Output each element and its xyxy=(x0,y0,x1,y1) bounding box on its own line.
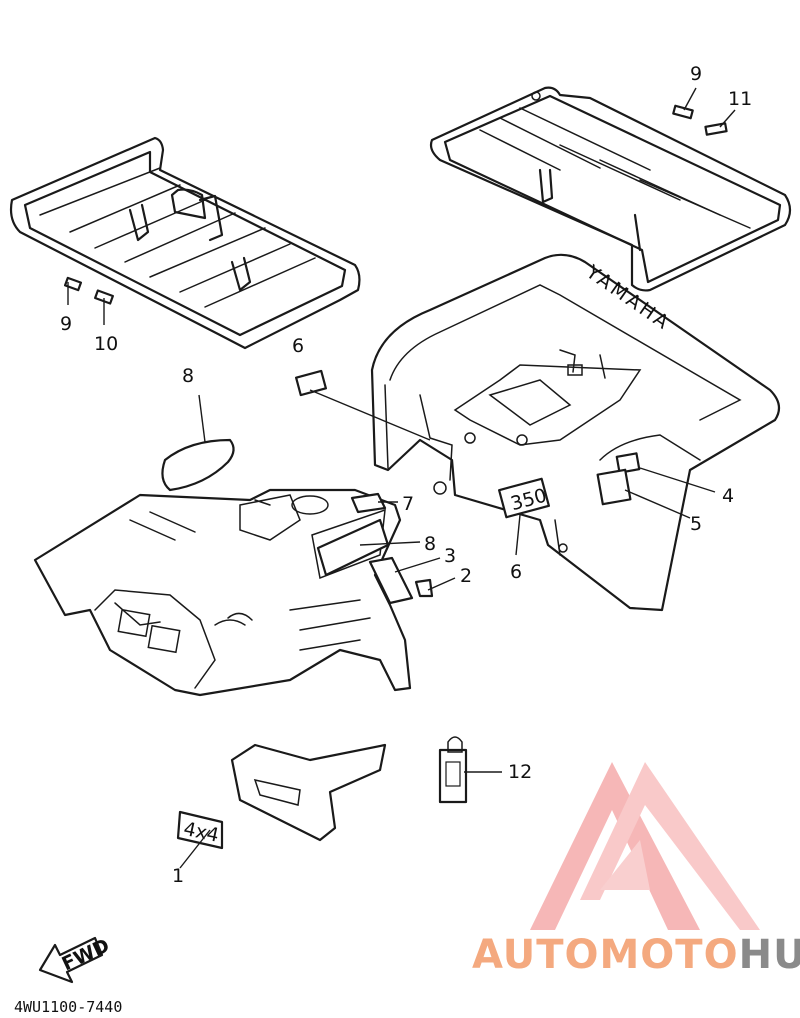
callout-1: 1 xyxy=(172,865,184,887)
part-3-decal xyxy=(368,556,414,605)
part-5-reflector xyxy=(596,468,632,506)
part-9-decal-front xyxy=(63,276,83,292)
forward-arrow-icon: FWD xyxy=(38,935,113,984)
svg-text:FWD: FWD xyxy=(59,935,113,976)
callout-6-left: 6 xyxy=(292,335,304,357)
part-8-fender-decal xyxy=(316,518,390,577)
callout-3: 3 xyxy=(444,545,456,567)
part-11-decal xyxy=(704,122,728,136)
part-8-pad xyxy=(161,438,235,492)
callout-8-lower: 8 xyxy=(424,533,436,555)
front-carrier xyxy=(9,136,361,350)
watermark-text: AUTOMOTOHUB xyxy=(472,932,800,978)
callout-9-front: 9 xyxy=(60,313,72,335)
rear-fender xyxy=(370,253,781,612)
part-2-decal xyxy=(414,578,434,598)
part-4-reflector xyxy=(615,452,641,474)
callout-4: 4 xyxy=(722,485,734,507)
callout-5: 5 xyxy=(690,513,702,535)
part-10-decal xyxy=(94,289,114,305)
front-fender xyxy=(33,488,412,697)
callout-9-rear: 9 xyxy=(690,63,702,85)
callout-6-right: 6 xyxy=(510,561,522,583)
part-6-emblem-left xyxy=(295,369,327,397)
part-7-decal xyxy=(350,492,387,514)
callout-2: 2 xyxy=(460,565,472,587)
callout-10: 10 xyxy=(94,333,118,355)
callout-12: 12 xyxy=(508,761,532,783)
callout-8-upper: 8 xyxy=(182,365,194,387)
watermark-logo-icon xyxy=(530,762,760,930)
diagram-code: 4WU1100-7440 xyxy=(14,998,122,1016)
mud-guard xyxy=(230,743,387,842)
callout-11: 11 xyxy=(728,88,752,110)
rear-carrier xyxy=(429,86,792,292)
part-12-tag xyxy=(438,736,468,804)
callout-7: 7 xyxy=(402,493,414,515)
part-9-decal-rear xyxy=(672,104,694,120)
part-1-drive-decal: 4x4 xyxy=(176,810,224,850)
part-6-engine-size-decal: 350 xyxy=(498,477,550,519)
